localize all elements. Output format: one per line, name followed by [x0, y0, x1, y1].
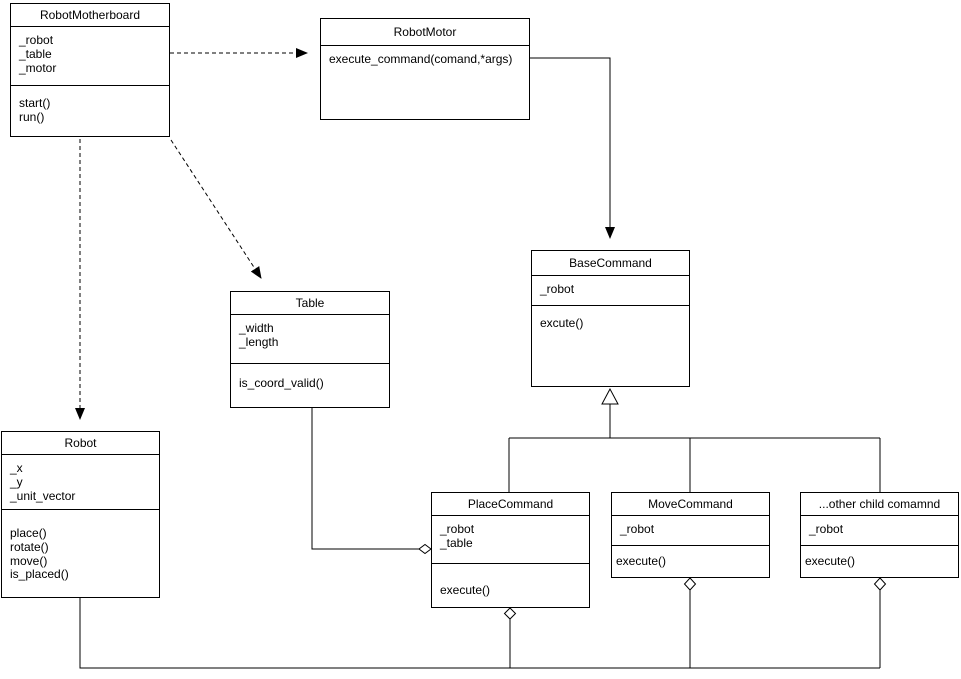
class-methods: execute_command(comand,*args) [321, 45, 529, 119]
class-box-table: Table _width _length is_coord_valid() [230, 291, 390, 408]
class-title: RobotMotor [393, 25, 457, 39]
generalization-triangle-icon [601, 387, 619, 405]
class-box-basecommand: BaseCommand _robot excute() [531, 250, 690, 387]
class-attributes: _x _y _unit_vector [2, 454, 159, 509]
class-box-robotmotherboard: RobotMotherboard _robot _table _motor st… [10, 3, 170, 137]
class-box-robotmotor: RobotMotor execute_command(comand,*args) [320, 18, 530, 120]
class-attributes: _robot [612, 515, 769, 545]
class-methods: is_coord_valid() [231, 363, 389, 407]
aggregation-diamond-placecommand-bottom-icon [503, 607, 517, 620]
class-box-robot: Robot _x _y _unit_vector place() rotate(… [1, 431, 160, 598]
association-motor-to-basecommand-line [530, 57, 615, 239]
class-box-movecommand: MoveCommand _robot execute() [611, 492, 770, 578]
class-title: PlaceCommand [467, 497, 554, 511]
class-attributes: _robot _table [432, 515, 589, 563]
class-methods: start() run() [11, 85, 169, 136]
class-title: MoveCommand [648, 497, 733, 511]
class-attributes: _robot [801, 515, 958, 545]
generalization-junction-lines [508, 404, 881, 492]
class-title: Table [295, 296, 325, 310]
class-methods: execute() [801, 545, 958, 577]
class-box-other-child-command: ...other child comamnd _robot execute() [800, 492, 959, 578]
class-title: BaseCommand [569, 256, 652, 270]
class-title: RobotMotherboard [39, 8, 141, 22]
aggregation-table-to-placecommand-line [311, 408, 419, 550]
class-methods: execute() [612, 545, 769, 577]
aggregation-diamond-placecommand-left-icon [418, 543, 432, 555]
class-attributes: _width _length [231, 314, 389, 363]
class-title: ...other child comamnd [818, 497, 941, 511]
aggregation-diamond-movecommand-bottom-icon [683, 577, 697, 591]
dependency-motherboard-to-table-line [170, 139, 262, 279]
class-attributes: _robot _table _motor [11, 26, 169, 85]
class-box-placecommand: PlaceCommand _robot _table execute() [431, 492, 590, 608]
aggregation-robot-bus-line [79, 590, 881, 669]
class-methods: place() rotate() move() is_placed() [2, 509, 159, 597]
aggregation-diamond-other-child-bottom-icon [873, 577, 887, 591]
class-attributes: _robot [532, 275, 689, 305]
class-methods: execute() [432, 563, 589, 607]
class-title: Robot [64, 436, 97, 450]
class-methods: excute() [532, 305, 689, 386]
